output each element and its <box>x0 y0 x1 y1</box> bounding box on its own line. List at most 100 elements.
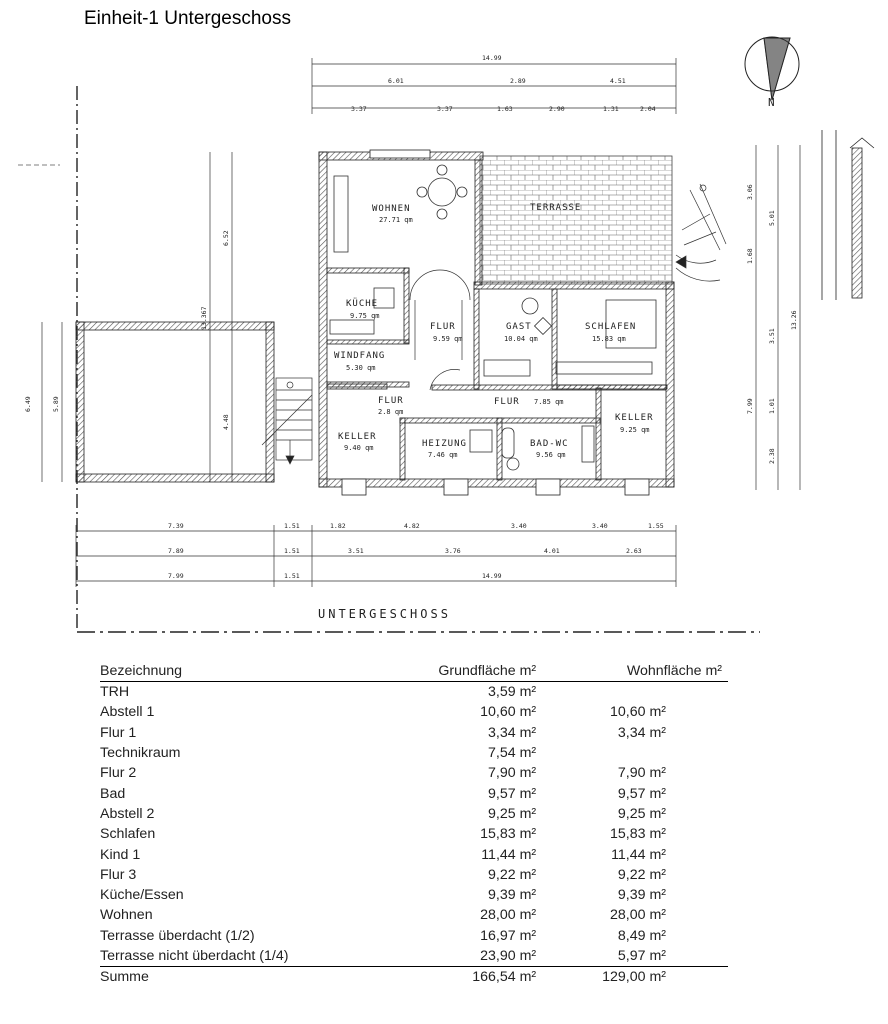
table-row: Technikraum 7,54 m² <box>100 743 728 763</box>
row-wohn: 8,49 m² <box>617 927 666 944</box>
dim-top-2b: 3.37 <box>437 105 453 113</box>
row-grund: 7,54 m² <box>488 745 537 762</box>
row-grund: 28,00 m² <box>480 907 537 924</box>
dim-bottom-2c: 3.51 <box>348 547 364 555</box>
row-name: Bad <box>100 785 126 802</box>
dim-bottom-2e: 4.01 <box>544 547 560 555</box>
plan-caption: UNTERGESCHOSS <box>318 607 451 621</box>
row-grund: 9,57 m² <box>488 785 537 802</box>
dim-left-e: 4.48 <box>222 414 230 430</box>
room-area-flur3: 7.85 qm <box>534 398 564 406</box>
row-grund: 3,59 m² <box>488 684 537 701</box>
dim-top-2c: 1.63 <box>497 105 513 113</box>
north-label: N <box>768 96 775 109</box>
page-title: Einheit-1 Untergeschoss <box>84 8 291 29</box>
room-area-heizung: 7.46 qm <box>428 451 458 459</box>
dim-left-b: 5.89 <box>52 396 60 412</box>
bed <box>483 297 657 377</box>
row-wohn: 9,39 m² <box>617 887 666 904</box>
row-name: Küche/Essen <box>100 887 184 904</box>
row-name: TRH <box>100 684 130 701</box>
dim-bottom-1b: 1.51 <box>284 522 300 530</box>
room-label-flur3: FLUR <box>494 397 520 407</box>
row-name: Wohnen <box>100 907 153 924</box>
row-name: Terrasse überdacht (1/2) <box>100 927 255 944</box>
row-wohn: 15,83 m² <box>610 826 666 843</box>
row-name: Flur 2 <box>100 765 137 782</box>
header-wohnflaeche: Wohnfläche m² <box>536 660 728 682</box>
room-area-windfang: 5.30 qm <box>346 364 376 372</box>
dim-top-2e: 1.31 <box>603 105 619 113</box>
row-wohn: 9,25 m² <box>617 805 666 822</box>
table-row: TRH 3,59 m² <box>100 682 728 703</box>
row-name: Abstell 2 <box>100 805 155 822</box>
dim-top-2f: 2.04 <box>640 105 656 113</box>
dim-right-g: 1.01 <box>768 398 776 414</box>
table-row: Abstell 1 10,60 m² 10,60 m² <box>100 702 728 722</box>
row-name: Flur 1 <box>100 724 137 741</box>
sum-wohn: 129,00 m² <box>536 966 728 988</box>
room-label-flur2: FLUR <box>378 396 404 406</box>
windows <box>341 149 650 496</box>
dim-bottom-3a: 7.99 <box>168 572 184 580</box>
area-table: Bezeichnung Grundfläche m² Wohnfläche m²… <box>100 660 728 988</box>
dim-bottom-1g: 1.55 <box>648 522 664 530</box>
table-row: Flur 3 9,22 m² 9,22 m² <box>100 865 728 885</box>
kitchen-fixtures <box>329 287 595 471</box>
dim-bottom-1e: 3.40 <box>511 522 527 530</box>
dim-bottom-2d: 3.76 <box>445 547 461 555</box>
section-detail <box>821 130 875 300</box>
row-name: Terrasse nicht überdacht (1/4) <box>100 948 289 964</box>
row-name: Schlafen <box>100 826 156 843</box>
row-wohn: 3,34 m² <box>617 724 666 741</box>
north-arrow-icon <box>744 36 800 101</box>
dim-top-total: 14.99 <box>482 54 502 62</box>
row-wohn: 10,60 m² <box>610 704 666 721</box>
room-label-flur1: FLUR <box>430 322 456 332</box>
row-grund: 9,22 m² <box>488 866 537 883</box>
room-area-flur1: 9.59 qm <box>433 335 463 343</box>
room-label-badwc: BAD-WC <box>530 439 569 449</box>
dim-right-c: 1.68 <box>746 248 754 264</box>
room-area-kueche: 9.75 qm <box>350 312 380 320</box>
row-grund: 15,83 m² <box>480 826 537 843</box>
row-grund: 9,39 m² <box>488 887 537 904</box>
dim-bottom-1f: 3.40 <box>592 522 608 530</box>
row-name: Abstell 1 <box>100 704 155 721</box>
row-wohn <box>536 743 728 763</box>
table-header-row: Bezeichnung Grundfläche m² Wohnfläche m² <box>100 660 728 682</box>
room-area-badwc: 9.56 qm <box>536 451 566 459</box>
row-wohn: 9,22 m² <box>617 866 666 883</box>
dining-table <box>333 164 468 253</box>
room-label-keller2: KELLER <box>615 413 654 423</box>
room-area-wohnen: 27.71 qm <box>379 216 413 224</box>
room-area-flur2: 2.8 qm <box>378 408 403 416</box>
table-row: Küche/Essen 9,39 m² 9,39 m² <box>100 885 728 905</box>
dim-bottom-2a: 7.89 <box>168 547 184 555</box>
sum-grund: 166,54 m² <box>387 966 537 988</box>
row-name: Flur 3 <box>100 866 137 883</box>
room-label-wohnen: WOHNEN <box>372 204 411 214</box>
dimension-lines-top <box>311 58 677 114</box>
row-wohn: 5,97 m² <box>617 948 666 964</box>
dim-right-e: 3.51 <box>768 328 776 344</box>
room-label-heizung: HEIZUNG <box>422 439 467 449</box>
room-label-terrasse: TERRASSE <box>530 203 581 213</box>
floor-plan: WOHNEN 27.71 qm TERRASSE KÜCHE 9.75 qm F… <box>18 36 875 633</box>
room-area-keller2: 9.25 qm <box>620 426 650 434</box>
row-name: Technikraum <box>100 745 181 762</box>
row-wohn: 28,00 m² <box>610 907 666 924</box>
door-arcs <box>409 269 471 391</box>
row-grund: 11,44 m² <box>481 846 537 863</box>
dim-right-d: 13.26 <box>790 310 798 330</box>
dim-top-1a: 6.01 <box>388 77 404 85</box>
row-grund: 10,60 m² <box>480 704 537 721</box>
row-grund: 23,90 m² <box>480 948 537 964</box>
